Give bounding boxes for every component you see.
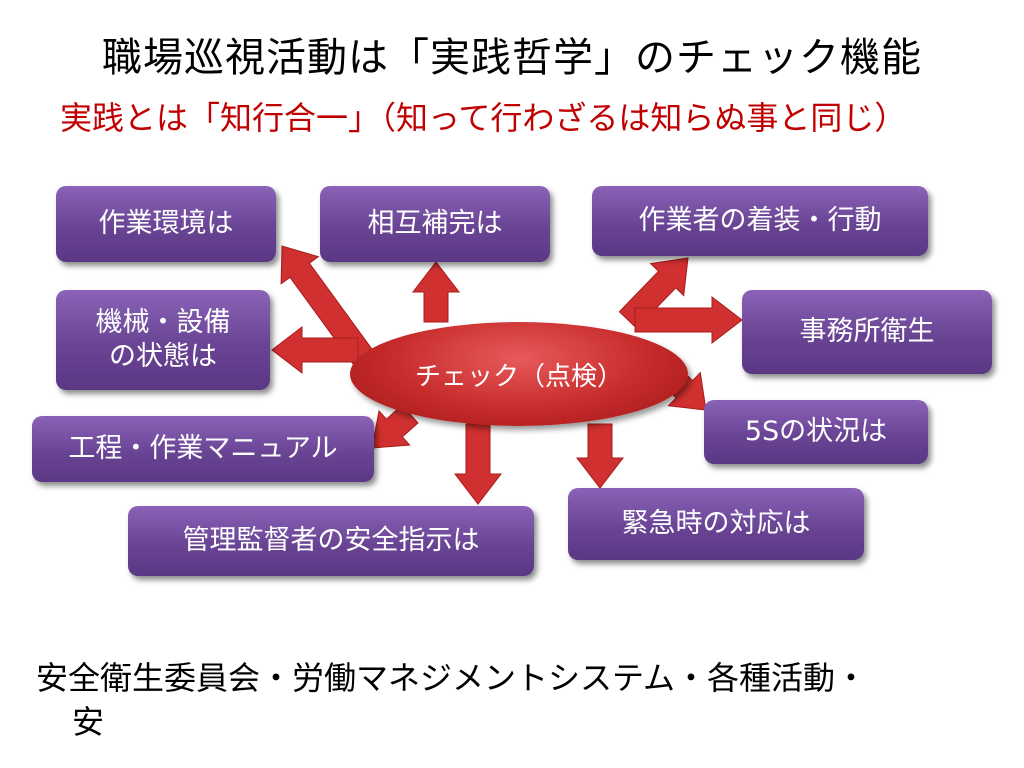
arrow-to-machine-equipment [271, 325, 359, 375]
box-worker-attire-label: 作業者の着装・行動 [638, 205, 882, 236]
footer-line1: 安全衛生委員会・労働マネジメントシステム・各種活動・ [36, 659, 868, 697]
box-mutual-complement-label: 相互補完は [367, 208, 503, 239]
box-office-hygiene-label: 事務所衛生 [799, 316, 935, 347]
arrow-to-process-manual [371, 404, 419, 449]
page-subtitle: 実践とは「知行合一」（知って行わざるは知らぬ事と同じ） [60, 99, 907, 137]
box-office-hygiene: 事務所衛生 [742, 290, 992, 374]
box-five-s-label: 5Sの状況は [744, 416, 888, 447]
arrow-to-emergency-response [575, 423, 625, 489]
arrow-to-office-hygiene [634, 295, 743, 345]
arrow-to-five-s [667, 371, 707, 411]
box-work-environment-label: 作業環境は [98, 208, 234, 239]
check-ellipse: チェック（点検） [350, 322, 688, 426]
box-worker-attire: 作業者の着装・行動 [592, 186, 928, 256]
footer-text: 安全衛生委員会・労働マネジメントシステム・各種活動・ 安 [36, 656, 996, 744]
box-emergency-response-label: 緊急時の対応は [621, 508, 811, 539]
box-machine-equipment: 機械・設備 の状態は [56, 290, 270, 390]
box-emergency-response: 緊急時の対応は [568, 488, 864, 560]
check-label: チェック（点検） [414, 361, 623, 392]
arrow-to-mutual-complement [411, 261, 461, 323]
arrow-to-supervisor-instructions [453, 423, 503, 505]
box-machine-line1: 機械・設備 [95, 307, 231, 338]
box-mutual-complement: 相互補完は [320, 186, 550, 262]
box-machine-line2: の状態は [109, 341, 217, 372]
footer-line2: 安 [72, 703, 105, 741]
page-title: 職場巡視活動は「実践哲学」のチェック機能 [102, 35, 922, 81]
box-supervisor-instructions: 管理監督者の安全指示は [128, 506, 534, 576]
box-work-environment: 作業環境は [56, 186, 276, 262]
box-five-s: 5Sの状況は [704, 400, 928, 464]
box-process-manual-label: 工程・作業マニュアル [68, 433, 338, 464]
box-supervisor-instructions-label: 管理監督者の安全指示は [182, 525, 480, 556]
box-process-manual: 工程・作業マニュアル [32, 416, 374, 482]
